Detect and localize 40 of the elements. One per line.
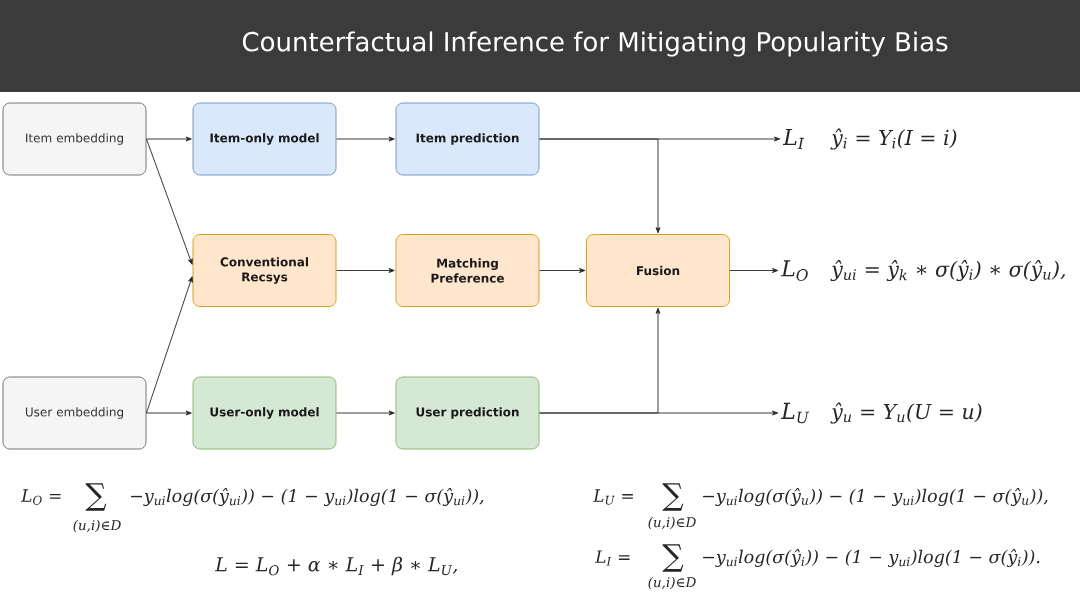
formula: L$_{U}$ = [592, 489, 633, 505]
sum-index: (u,i)∈D [648, 576, 696, 590]
arrow [539, 268, 586, 273]
arrow [146, 136, 192, 142]
arrow [336, 410, 395, 416]
sum-index: (u,i)∈D [73, 519, 121, 533]
title: Counterfactual Inference for Mitigating Popularity Bias [242, 31, 948, 57]
process-box: Item embedding [2, 102, 147, 176]
arrow [146, 138, 193, 265]
formula: −y$_{ui}$log(σ(ŷ$_{u}$)) − (1 − y$_{ui}$)log(1 − σ(ŷ$_{u}$)), [703, 488, 1048, 506]
arrow [539, 138, 661, 234]
process-box: Item-only model [192, 102, 337, 176]
arrow [146, 276, 193, 414]
process-box: Conventional Recsys [192, 234, 337, 307]
process-box: User embedding [2, 376, 147, 450]
sum-sign: ∑ [85, 483, 107, 511]
process-box: User-only model [192, 376, 337, 450]
process-box: Matching Preference [395, 234, 540, 307]
formula: ŷ$_{i}$ = Y$_{i}$(I = i) [830, 128, 957, 150]
formula: ŷ$_{u}$ = Y$_{u}$(U = u) [830, 402, 982, 424]
arrow [539, 410, 779, 416]
formula: ŷ$_{ui}$ = ŷ$_{k}$ ∗ σ(ŷ$_{i}$) ∗ σ(ŷ$_{u}$), [830, 260, 1065, 281]
sum-index: (u,i)∈D [648, 516, 696, 530]
process-box: Item prediction [395, 102, 540, 176]
process-box: User prediction [395, 376, 540, 450]
formula: L$_{O}$ = [20, 489, 61, 505]
formula: −y$_{ui}$log(σ(ŷ$_{ui}$)) − (1 − y$_{ui}$)log(1 − σ(ŷ$_{ui}$)), [131, 488, 484, 506]
formula: L = L$_{O}$ + α ∗ L$_{I}$ + β ∗ L$_{U}$, [214, 556, 457, 576]
formula: −y$_{ui}$log(σ(ŷ$_{i}$)) − (1 − y$_{ui}$)log(1 − σ(ŷ$_{i}$)). [703, 549, 1040, 567]
arrow [729, 268, 779, 273]
arrow [146, 410, 192, 416]
loss-label: L$_{O}$ [780, 260, 808, 281]
formula: L$_{I}$ = [594, 550, 630, 566]
process-box: Fusion [586, 234, 730, 307]
sum-sign: ∑ [662, 544, 684, 572]
sum-sign: ∑ [662, 483, 684, 511]
loss-label: L$_{U}$ [780, 402, 810, 424]
loss-label: L$_{I}$ [782, 128, 805, 150]
arrow [336, 136, 395, 142]
arrow [336, 268, 395, 273]
